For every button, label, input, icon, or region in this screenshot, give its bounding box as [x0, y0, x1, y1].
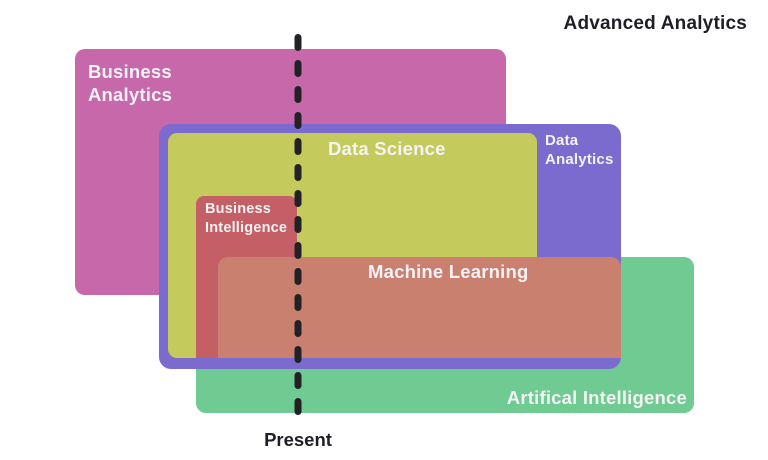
- region-label-business-analytics: Business Analytics: [88, 61, 173, 105]
- present-label: Present: [264, 429, 332, 450]
- region-label-machine-learning: Machine Learning: [368, 261, 529, 282]
- region-label-business-intelligence: Business Intelligence: [205, 201, 288, 236]
- diagram-title: Advanced Analytics: [563, 13, 747, 34]
- region-label-artifical-intelligence: Artifical Intelligence: [506, 387, 687, 408]
- region-label-data-analytics: Data Analytics: [545, 132, 614, 168]
- region-label-data-science: Data Science: [328, 138, 446, 159]
- region-machine-learning: Machine Learning: [218, 257, 621, 358]
